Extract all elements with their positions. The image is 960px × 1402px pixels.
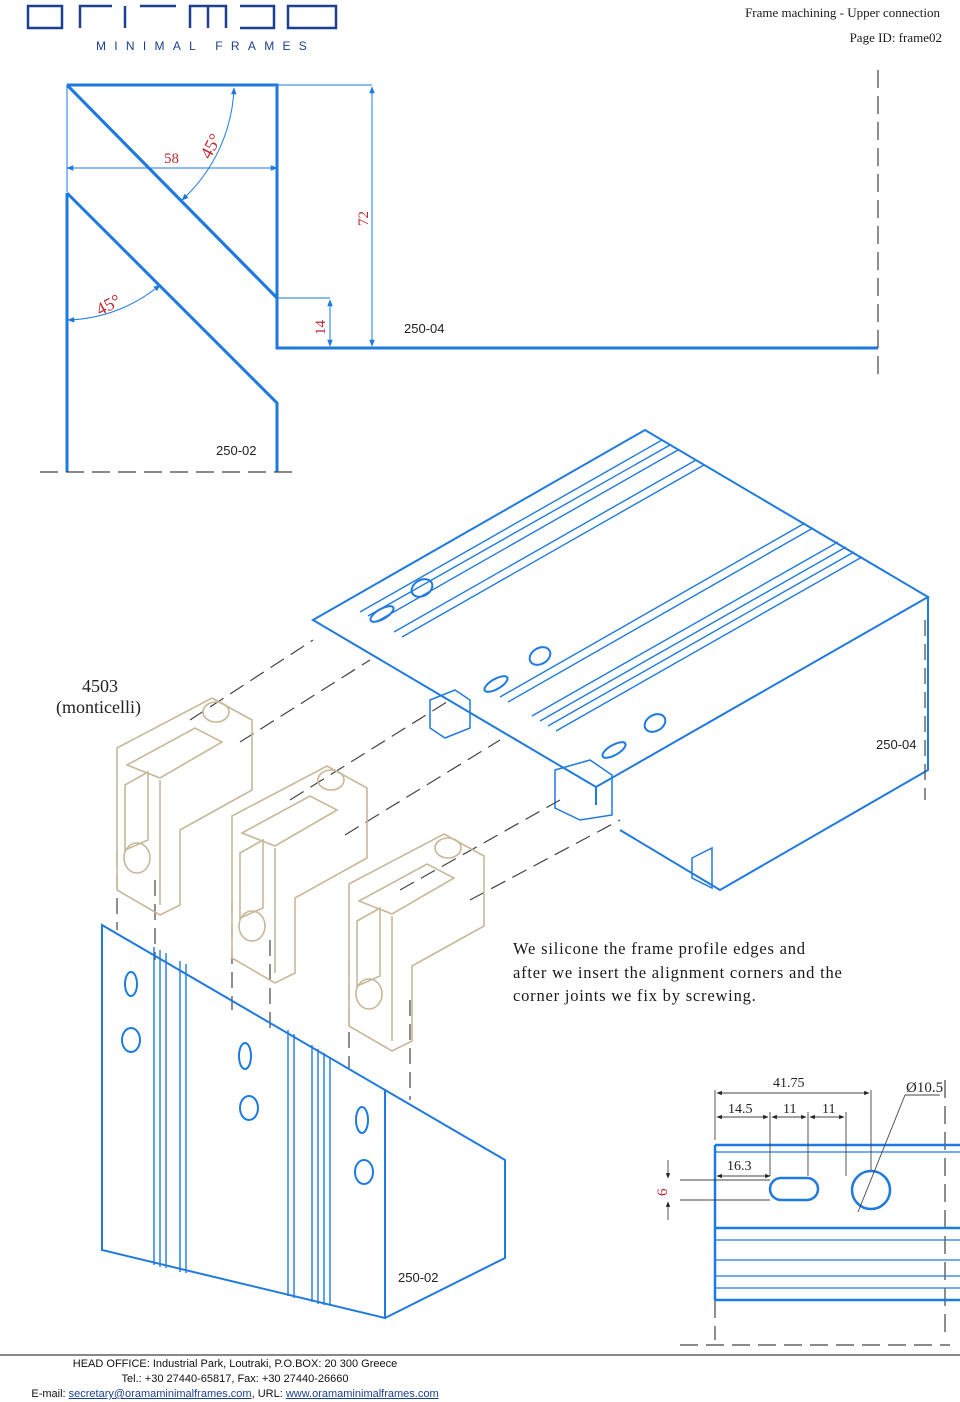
dim-41-75: 41.75 bbox=[773, 1076, 805, 1091]
lower-holes bbox=[121, 971, 374, 1185]
dim-58: 58 bbox=[164, 151, 179, 167]
footer-address: HEAD OFFICE: Industrial Park, Loutraki, … bbox=[72, 1358, 398, 1370]
corner-joints bbox=[116, 697, 485, 1052]
upper-holes bbox=[369, 578, 667, 759]
profile-250-04-edge bbox=[65, 83, 878, 350]
dim-11-b: 11 bbox=[822, 1102, 835, 1117]
footer-phone: Tel.: +30 27440-65817, Fax: +30 27440-26… bbox=[121, 1373, 349, 1385]
footer: HEAD OFFICE: Industrial Park, Loutraki, … bbox=[0, 1357, 470, 1402]
round-hole bbox=[850, 1169, 892, 1211]
assembly-note: We silicone the frame profile edges and … bbox=[513, 939, 843, 1005]
dim-72: 72 bbox=[356, 211, 372, 226]
profile-250-02-bevel bbox=[65, 191, 279, 472]
corner-name: (monticelli) bbox=[56, 697, 141, 718]
label-250-04-iso: 250-04 bbox=[876, 737, 916, 752]
corner-joint-1 bbox=[116, 697, 253, 916]
footer-contact: E-mail: secretary@oramaminimalframes.com… bbox=[0, 1387, 470, 1402]
corner-code: 4503 bbox=[82, 676, 118, 696]
url-label: , URL: bbox=[251, 1388, 286, 1400]
corner-joint-2 bbox=[231, 765, 368, 984]
slot-hole bbox=[768, 1176, 820, 1202]
document-title: Frame machining - Upper connection bbox=[745, 5, 940, 20]
dim-16-3: 16.3 bbox=[727, 1159, 752, 1174]
corner-joint-3 bbox=[348, 833, 485, 1052]
brand-tagline: MINIMAL FRAMES bbox=[96, 39, 316, 53]
hole-detail: 41.75 14.5 11 11 Ø10.5 16.3 6 bbox=[655, 1076, 960, 1346]
page-id: Page ID: frame02 bbox=[849, 30, 942, 45]
profile-250-04-iso bbox=[311, 428, 930, 892]
orama-logo bbox=[26, 4, 338, 30]
dim-14: 14 bbox=[313, 320, 329, 336]
angle-45-upper: 45° bbox=[196, 130, 225, 162]
label-250-02-top: 250-02 bbox=[216, 443, 256, 458]
website-link[interactable]: www.oramaminimalframes.com bbox=[285, 1388, 439, 1400]
profile-250-02-iso bbox=[101, 923, 506, 1320]
dim-diameter: Ø10.5 bbox=[906, 1080, 943, 1096]
top-plan-view: 58 45° 72 14 45° 250-04 250-02 bbox=[40, 70, 879, 473]
dim-6: 6 bbox=[655, 1188, 671, 1196]
dim-11-a: 11 bbox=[783, 1102, 796, 1117]
email-link[interactable]: secretary@oramaminimalframes.com bbox=[68, 1388, 252, 1400]
label-250-04-top: 250-04 bbox=[404, 321, 444, 336]
label-250-02-iso: 250-02 bbox=[398, 1270, 438, 1285]
dim-14-5: 14.5 bbox=[728, 1102, 753, 1117]
angle-45-lower: 45° bbox=[92, 290, 124, 319]
isometric-view: 4503 (monticelli) 250-04 250-02 bbox=[56, 428, 930, 1320]
email-label: E-mail: bbox=[31, 1388, 69, 1400]
